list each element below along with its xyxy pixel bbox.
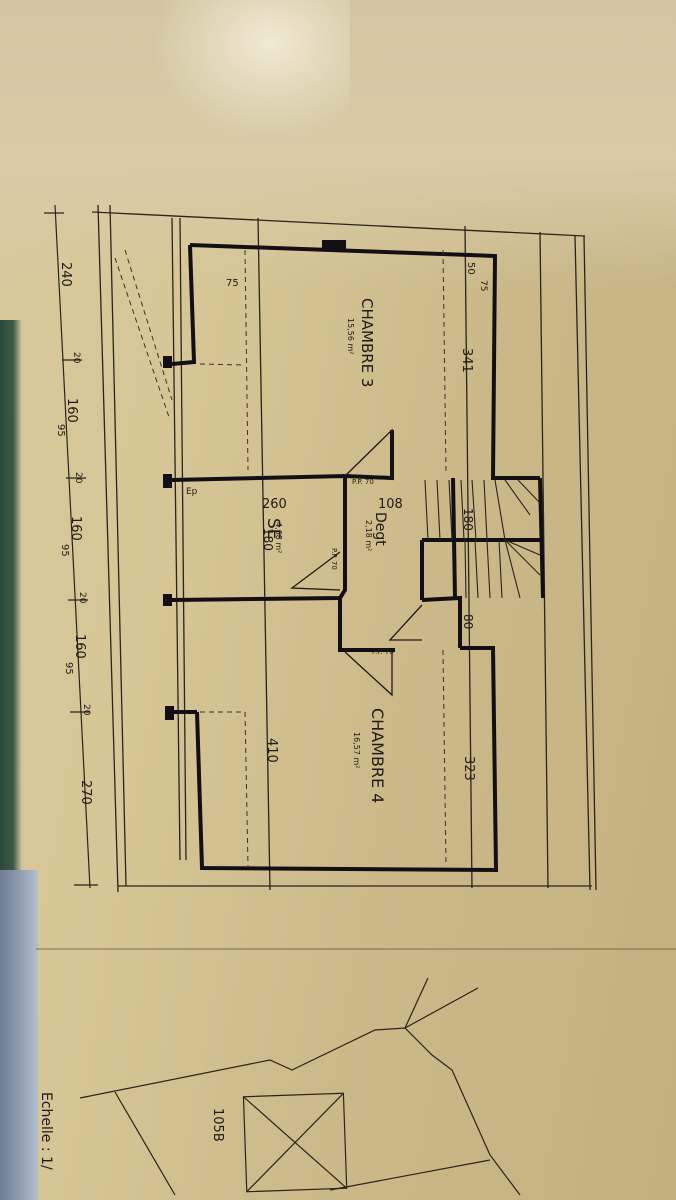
dim-20-d: 20 <box>81 704 91 716</box>
room-labels: CHAMBRE 3 15,56 m² 341 75 50 75 SE 4,68 … <box>226 262 488 803</box>
dim-180: 180 <box>461 508 475 531</box>
dim-80: 80 <box>461 614 475 629</box>
dim-95-c: 95 <box>63 662 74 675</box>
background-fabric <box>0 870 38 1200</box>
dim-160-c: 160 <box>72 634 87 659</box>
se-dim: 180 <box>261 528 275 551</box>
staircase <box>424 479 541 599</box>
chambre3-area: 15,56 m² <box>346 318 355 354</box>
chambre3-label: CHAMBRE 3 <box>358 298 376 387</box>
scale-label: Echelle : 1/ <box>38 1092 54 1170</box>
wall-posts <box>163 240 346 720</box>
dim-240: 240 <box>58 262 73 287</box>
chambre4-width: 323 <box>461 756 476 781</box>
dim-20-a: 20 <box>71 352 81 364</box>
dim-95-b: 95 <box>59 544 70 557</box>
se-area: 4,68 m² <box>274 522 283 553</box>
dim-270: 270 <box>78 780 93 805</box>
degt-area: 2,18 m² <box>364 520 373 551</box>
degt-label: Degt <box>372 512 388 546</box>
dimension-labels: 260 108 180 80 240 160 160 160 95 95 95 … <box>55 262 475 805</box>
lower-plot-label: 105B <box>210 1108 225 1142</box>
ep-label: Ep <box>186 487 198 497</box>
chambre3-side: 75 <box>226 278 239 289</box>
chambre4-length: 410 <box>264 738 279 763</box>
dim-108: 108 <box>378 497 403 512</box>
dim-160-b: 160 <box>68 516 83 541</box>
dashed-lines <box>114 249 447 867</box>
se-label: SE <box>263 518 283 540</box>
paper-fold <box>36 948 676 950</box>
dim-20-c: 20 <box>77 592 87 604</box>
chambre3-width: 341 <box>459 348 474 373</box>
dim-95-a: 95 <box>55 424 66 437</box>
door-label-3: P.P. 70 <box>372 648 394 656</box>
door-label-1: P.P. 70 <box>352 478 374 486</box>
chambre4-area: 16,57 m² <box>352 732 361 768</box>
left-dimension-line <box>44 204 98 889</box>
chambre3-top: 50 <box>465 262 476 275</box>
outer-frame <box>91 204 597 893</box>
chambre3-corner: 75 <box>478 280 488 291</box>
door-label-2: P.P. 70 <box>330 548 338 570</box>
dim-20-b: 20 <box>73 472 83 484</box>
walls <box>171 243 545 873</box>
door-swings <box>290 428 423 697</box>
dim-260: 260 <box>262 497 287 512</box>
site-plan <box>79 977 521 1196</box>
dim-160-a: 160 <box>64 398 79 423</box>
chambre4-label: CHAMBRE 4 <box>368 708 387 803</box>
light-glare <box>150 0 350 140</box>
